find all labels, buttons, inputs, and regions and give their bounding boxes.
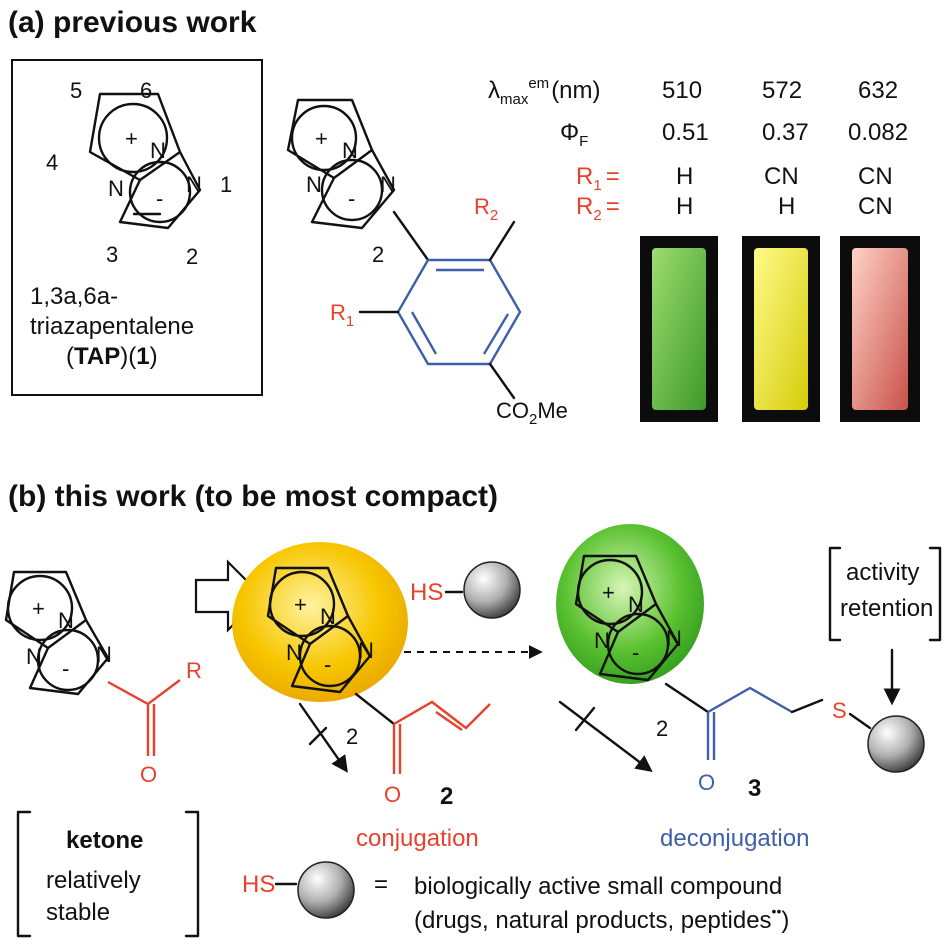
aryl-minus: - xyxy=(348,186,355,211)
c3-plus: + xyxy=(602,580,615,605)
legend-hs: HS xyxy=(242,871,275,898)
aryl-n-c: N xyxy=(306,172,322,197)
aryl-n-b: N xyxy=(380,172,396,197)
c2-number: 2 xyxy=(440,783,453,810)
activity-note: activity retention xyxy=(828,546,942,706)
col3-phi: 0.082 xyxy=(848,119,908,146)
tap-pos-5: 5 xyxy=(70,78,82,103)
vial-photos xyxy=(640,236,920,422)
phi-label: ΦF xyxy=(560,119,588,150)
c2-n-a: N xyxy=(320,604,336,629)
c3-n-c: N xyxy=(594,628,610,653)
compound-3: N N N + - 2 O S 3 deconjugation xyxy=(556,524,925,852)
col2-r1: CN xyxy=(764,163,799,190)
activity-line2: retention xyxy=(840,595,933,622)
legend-sphere xyxy=(297,861,355,919)
start-n-b: N xyxy=(96,642,112,667)
ketone-desc1: relatively xyxy=(46,867,141,894)
c3-pos: 2 xyxy=(656,716,668,741)
tap-pos-3: 3 xyxy=(106,242,118,267)
tap-plus: + xyxy=(125,126,138,151)
c2-pos: 2 xyxy=(346,724,358,749)
c3-sphere xyxy=(867,715,925,773)
c3-n-b: N xyxy=(666,626,682,651)
vial-green xyxy=(652,248,706,410)
r2-row-label: R2= xyxy=(576,193,620,224)
col3-r1: CN xyxy=(858,163,893,190)
compound-2: N N N + - 2 O 2 conjugation xyxy=(232,542,491,852)
col3-lambda: 632 xyxy=(858,77,898,104)
legend-equals: = xyxy=(374,871,388,898)
c3-n-a: N xyxy=(628,592,644,617)
vial-yellow xyxy=(754,248,808,410)
c2-label: conjugation xyxy=(356,825,479,852)
c3-o: O xyxy=(698,770,715,795)
tap-pos-1: 1 xyxy=(220,172,232,197)
photophysics-table: λmaxem(nm) ΦF R1= R2= 510 0.51 H H 572 0… xyxy=(488,75,908,224)
start-minus: - xyxy=(62,656,69,681)
panel-b-title: (b) this work (to be most compact) xyxy=(8,480,498,513)
tap-name-line3: (TAP)(1) xyxy=(66,343,158,370)
ketone-desc2: stable xyxy=(46,899,110,926)
tap-pos-6: 6 xyxy=(140,78,152,103)
ketone-note: ketone relatively stable xyxy=(16,810,200,938)
start-n-a: N xyxy=(58,608,74,633)
aryl-n-a: N xyxy=(342,138,358,163)
start-n-c: N xyxy=(26,644,42,669)
col1-r1: H xyxy=(676,163,693,190)
legend: HS = biologically active small compound … xyxy=(242,861,789,934)
col2-phi: 0.37 xyxy=(762,119,809,146)
tap-pos-4: 4 xyxy=(46,150,58,175)
r2-label: R2 xyxy=(474,194,498,224)
aryl-tap-structure: N N N + - 2 R2 R1 CO2Me xyxy=(286,98,568,428)
c3-number: 3 xyxy=(748,775,761,802)
tap-n-3a: N xyxy=(108,176,124,201)
c2-minus: - xyxy=(324,652,331,677)
legend-line2: (drugs, natural products, peptides••) xyxy=(414,903,789,934)
ester-label: CO2Me xyxy=(496,398,568,428)
col2-lambda: 572 xyxy=(762,77,802,104)
c3-s: S xyxy=(832,698,847,723)
tap-pos-2: 2 xyxy=(186,244,198,269)
thiol-reagent: HS xyxy=(410,561,521,619)
tap-box: N N N + - 5 6 4 1 3 2 1,3a,6a- triazapen… xyxy=(11,59,263,396)
tap-minus: - xyxy=(156,186,163,211)
c2-o: O xyxy=(384,782,401,807)
ketone-tap-structure: N N N + - R O xyxy=(4,570,202,787)
start-plus: + xyxy=(32,596,45,621)
r1-label: R1 xyxy=(330,300,354,330)
aryl-plus: + xyxy=(315,126,328,151)
r1-row-label: R1= xyxy=(576,163,620,194)
col1-lambda: 510 xyxy=(662,77,702,104)
lambda-label: λmaxem(nm) xyxy=(488,75,601,108)
panel-a-title: (a) previous work xyxy=(8,6,257,39)
col1-r2: H xyxy=(676,193,693,220)
c3-label: deconjugation xyxy=(660,825,809,852)
ketone-word: ketone xyxy=(66,827,143,854)
activity-line1: activity xyxy=(846,559,919,586)
start-o: O xyxy=(140,762,157,787)
tap-name-line1: 1,3a,6a- xyxy=(30,283,118,310)
col1-phi: 0.51 xyxy=(662,119,709,146)
legend-line1: biologically active small compound xyxy=(414,873,782,900)
c3-minus: - xyxy=(632,640,639,665)
c2-plus: + xyxy=(294,592,307,617)
reagent-hs: HS xyxy=(410,579,443,606)
tap-n-1: N xyxy=(186,172,202,197)
vial-pink xyxy=(852,248,908,410)
col2-r2: H xyxy=(778,193,795,220)
start-r: R xyxy=(186,658,202,683)
col3-r2: CN xyxy=(858,193,893,220)
aryl-pos-2: 2 xyxy=(372,242,384,267)
reagent-sphere xyxy=(463,561,521,619)
c2-n-c: N xyxy=(286,640,302,665)
tap-name-line2: triazapentalene xyxy=(30,313,194,340)
tap-n-6a: N xyxy=(150,138,166,163)
c2-n-b: N xyxy=(358,638,374,663)
